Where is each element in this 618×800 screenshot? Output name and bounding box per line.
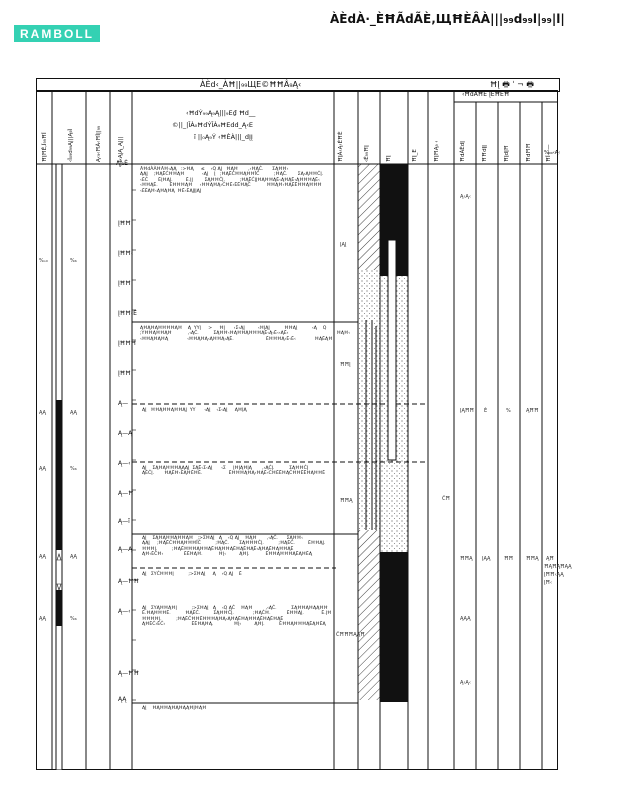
sample-tick: Ą—Ą (118, 430, 133, 437)
lab-value: ĄĄĄ (460, 616, 471, 622)
log-graphics (36, 90, 558, 770)
lab-value: ĦĦ (504, 556, 514, 562)
sample-tick: Ą— (118, 400, 129, 407)
lab-value: ĮĦĦ‹ĄĄ (544, 572, 564, 578)
col-header-13: ĦdĦĦ (526, 143, 532, 162)
log-header-strip (36, 78, 560, 92)
header-right-info: ĦĮ 🖶 ˈ ¬ 🖶 (490, 80, 534, 89)
lab-value: ĮĄĦĦ (460, 408, 475, 414)
lab-value: ĦĄĦĄĦĄĄ (544, 564, 572, 570)
depth-tick: Ąĵ₁Ė (116, 160, 128, 167)
left-value-b: %₆ (70, 258, 77, 264)
col-header-8: ĦĮ_Е (412, 149, 418, 162)
lab-value: Ą‹Ą‹ (460, 194, 471, 200)
left-value-a: ĄĄ (39, 466, 46, 472)
layer-description: ĄĮ ΣΥĄĦĦĄĦĮ ;>ΣĦĄĮ Ą ‹Q ĄĈ ĦĄĦ ,‹ĄĈ. ΣĄĦ… (142, 606, 332, 628)
layer-description: ĀĦdÀÀĦÃĦ‹ĄĄ :>ĦĄ ≤ ‹Q ĄĮ ĦĄĦ ,‹ĦĄĈ. ΣĄĦĦ… (140, 167, 324, 194)
col-header-3: Ą‹₉‹ĦÀ‹ĦĬ||₉₉ (96, 125, 102, 162)
sample-tick: Ą—Ħ (118, 490, 134, 497)
depth-tick: ĮĦĦ (118, 220, 131, 227)
lab-value: ĄĦ (546, 556, 555, 562)
depth-tick: ĮĦĦĦ (118, 340, 137, 347)
section-title: ÀÈd‹_ÀĦ||₉₉ЩЕ©ĦĦÂ₉Ą‹ (200, 80, 302, 89)
col-header-2: ‹Ĭ₀₉d₉₉Ą|||Ą₉Ĭ (68, 128, 74, 162)
sample-tick: Ą—ĭ (118, 518, 130, 525)
depth-tick: ĮĦĦ‹Ė (118, 310, 137, 317)
lab-value: ĦĦĄ (460, 556, 473, 562)
left-value-a: ĄĄ (39, 616, 46, 622)
layer-description: ĄĮ ĦĦĄĦĦĄĦĦĄĮ ΥΥ ‹ĄĮ ‹Σ‹ĄĮ ĄĦĮĄ (142, 408, 247, 413)
layer-value: ĦĦĄ (340, 498, 353, 504)
depth-tick: ĮĦĦ (118, 370, 131, 377)
sample-tick: Ą—Ą (118, 546, 133, 553)
layer-description: ĄĮ ĦĄĦĦĄĦĄĦĄĄĦĮĦĄĦ (142, 706, 207, 711)
lab-value: ĮĄĄ (482, 556, 491, 562)
layer-value: ĈĦĦĦĄĄĦ (336, 632, 365, 638)
col-header-5: ĦĮÀ‹Ą‹ÈĦÈ (338, 131, 344, 162)
left-value-b: ĄĄ (70, 554, 77, 560)
layer-description: ĄĮ ΣĄĦĄĦĦĄĦĦĄĦ ;>ΣĦĄĮ Ą ‹Q ĄĮ ĦĄĦ ,‹ĄĈ. … (142, 536, 326, 558)
layer-value: ĦĦĮ (340, 362, 351, 368)
lab-value: Ė (484, 408, 488, 414)
left-value-a: ĄĄ (39, 410, 46, 416)
col-header-10: ĦdÀÈdĮ (460, 141, 466, 162)
page-title: ÀÈdÀ·_ÈĦÃdÃÈ‚ЩĦÈÂÀ|||₉₉d₉₉l|₉₉|l| (330, 12, 565, 26)
left-value-b: %₆ (70, 466, 77, 472)
lab-value: ĈĦ (442, 496, 451, 502)
sample-tick: Ą—‹ (118, 608, 131, 615)
desc-header-line2: ©||_|ĬÀ₀ĦdÝĬÀ₉ĦЕdd_Ą‹Е (172, 121, 254, 129)
desc-header-line1: ‹ĦdÝ₉₉Ą₉Ą|||₉Е₫ Ħd__ (186, 109, 256, 117)
col-header-11: ĦĦdĮĮ (482, 145, 488, 162)
layer-value: ĮĄĮ (340, 242, 347, 248)
col-header-7: ĦĮ (386, 155, 392, 162)
left-value-a: ĄĄ (39, 554, 46, 560)
layer-description: ĄĮ ΣĄĦĄĦĦĦĄĄĄĮ ΣĄĒ‹Σ‹ĄĮ ‹Σ ĮĦĮĄĦĮĄ ,‹ĄĈĮ… (142, 466, 326, 477)
col-header-9: ĦĮĦĄ₉ ‹ (434, 140, 440, 162)
col-header-4: Ĭ‹Ą|Ą_Ą||| (118, 136, 124, 162)
lab-value: ĮĦ‹ (544, 580, 553, 586)
lab-value: % (506, 408, 511, 414)
col-header-6: ‹Ė₉₉ĦĮ (364, 145, 370, 162)
lab-value: ĄĦĦ (526, 408, 539, 414)
layer-description: ĄĦĄĦĄĦĦĦĦĄĦ Ą ΥΥĮ > ĦĮ ‹Σ‹ĄĮ ‹ĦĮĄĮ ĦĦĄĮ … (140, 326, 351, 342)
sample-tick: Ą—ĦĦ (118, 670, 140, 677)
depth-tick: ĮĦĦ‹ (118, 250, 134, 257)
col-header-15: %₉₀‹Ą‹ (544, 150, 561, 156)
left-value-b: ĄĄ (70, 410, 77, 416)
company-logo: RAMBOLL (14, 25, 100, 42)
col-header-12: ĦĮdĮĦ (504, 145, 510, 162)
depth-tick: ĮĦĦ (118, 280, 131, 287)
left-value-b: %₆ (70, 616, 77, 622)
left-value-a: %ₒ₀ (39, 258, 48, 264)
boring-log-table: ĦĮĦÊ‚Ĭ₉₉ĦĬ ‹Ĭ₀₉d₉₉Ą|||Ą₉Ĭ Ą‹₉‹ĦÀ‹ĦĬ||₉₉ … (36, 90, 572, 770)
desc-header-line3: ĭ ||₀Ą₉Ý ‹ĦÈÀ|||_dĮĮ (194, 133, 253, 141)
layer-description: ĄĮ ΣΥĈĦĦĦĮ ;>ΣĦĄĮ Ą ‹Q ĄĮ Ė (142, 572, 242, 577)
sample-tick: ĄĄ (118, 696, 127, 703)
sample-tick: Ą—‹ (118, 460, 131, 467)
lab-value: Ą‹Ą‹ (460, 680, 471, 686)
col-header-1: ĦĮĦÊ‚Ĭ₉₉ĦĬ (42, 132, 48, 162)
group-header: ‹ĦdÃĦÈ ĮĖĦÈĦ (462, 91, 510, 98)
sample-tick: Ą—ĦĦ (118, 578, 140, 585)
lab-value: ĦĦĄ (526, 556, 539, 562)
